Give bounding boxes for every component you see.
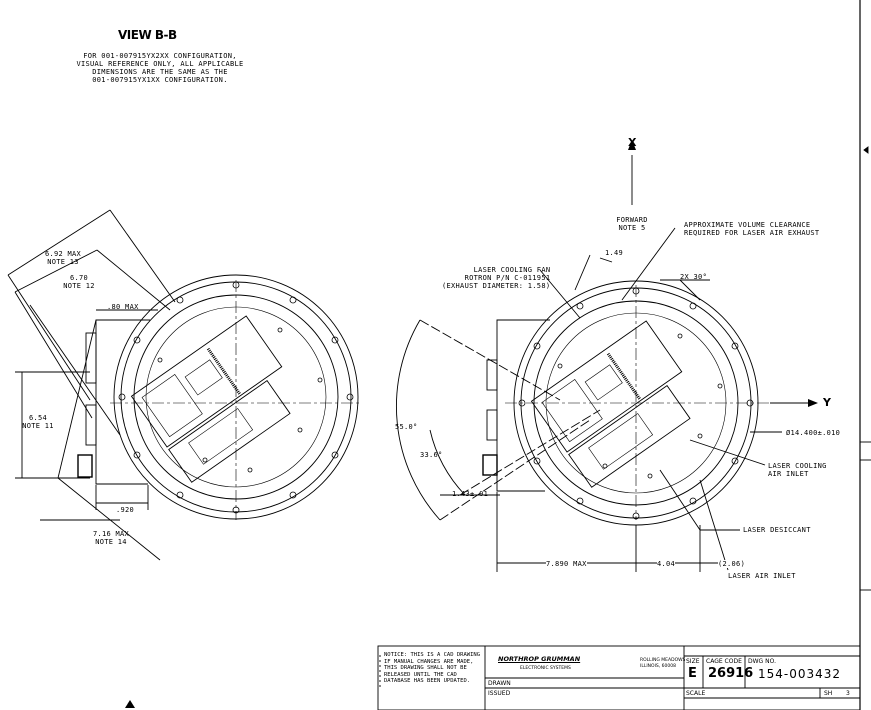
- dim-920-label: .920: [116, 506, 135, 514]
- forward-text: FORWARD: [616, 216, 648, 224]
- fan-line: LASER COOLING FAN: [473, 266, 551, 274]
- dim-654-label: 6.54 NOTE 11: [18, 414, 58, 430]
- cage-value: 26916: [708, 666, 754, 681]
- title-block-lines: [377, 645, 861, 710]
- clearance-label: APPROXIMATE VOLUME CLEARANCE REQUIRED FO…: [684, 221, 819, 237]
- size-label: SIZE: [686, 658, 700, 665]
- location-line: ILLINOIS, 60008: [640, 663, 676, 669]
- location-label: ROLLING MEADOWS ILLINOIS, 60008: [640, 658, 685, 669]
- view-title: VIEW B-B: [118, 28, 177, 42]
- drawn-label: DRAWN: [488, 680, 511, 687]
- diameter-label: Ø14.400±.010: [786, 429, 841, 437]
- axis-y-label: Y: [823, 396, 831, 409]
- dim-7890-label: 7.890 MAX: [546, 560, 587, 568]
- cooling-inlet-line: AIR INLET: [768, 470, 809, 478]
- cage-label: CAGE CODE: [706, 658, 742, 665]
- notice-line: RELEASED UNTIL THE CAD: [384, 671, 457, 678]
- fan-line: (EXHAUST DIAMETER: 1.58): [442, 282, 551, 290]
- dim-692-label: 6.92 MAX NOTE 13: [38, 250, 88, 266]
- air-inlet-label: LASER AIR INLET: [728, 572, 796, 580]
- view-note: FOR 001-007915YX2XX CONFIGURATION, VISUA…: [75, 52, 245, 84]
- right-view-bolts: [518, 287, 754, 520]
- forward-note: NOTE 5: [618, 224, 646, 232]
- location-line: ROLLING MEADOWS: [640, 658, 686, 663]
- dwg-value: 154-003432: [758, 667, 842, 681]
- note-line: 001-007915YX1XX CONFIGURATION.: [92, 76, 228, 84]
- clearance-line: APPROXIMATE VOLUME CLEARANCE: [684, 221, 811, 229]
- note-line: FOR 001-007915YX2XX CONFIGURATION,: [83, 52, 237, 60]
- sheet-label: SH: [824, 690, 833, 697]
- dwg-label: DWG NO.: [748, 658, 776, 665]
- company-logo: NORTHROP GRUMMAN: [498, 655, 581, 663]
- dim-80-label: .80 MAX: [107, 303, 139, 311]
- left-view-bolts: [118, 281, 354, 514]
- dim-336-label: 33.6°: [420, 451, 443, 459]
- dim-note: NOTE 12: [63, 282, 95, 290]
- axis-x-label: X: [628, 136, 637, 149]
- dim-143-label: 1.43±.01: [452, 490, 489, 498]
- fan-label: LASER COOLING FAN ROTRON P/N C-011951 (E…: [442, 266, 550, 290]
- cad-notice: NOTICE: THIS IS A CAD DRAWING IF MANUAL …: [384, 652, 480, 685]
- dim-550-label: 55.0°: [395, 423, 418, 431]
- division-label: ELECTRONIC SYSTEMS: [520, 666, 571, 671]
- cooling-inlet-line: LASER COOLING: [768, 462, 827, 470]
- left-view: [7, 209, 360, 561]
- dim-149-label: 1.49: [605, 249, 624, 257]
- note-line: DIMENSIONS ARE THE SAME AS THE: [92, 68, 228, 76]
- forward-label: FORWARD NOTE 5: [608, 216, 656, 232]
- dim-716-label: 7.16 MAX NOTE 14: [86, 530, 136, 546]
- dim-note: NOTE 14: [95, 538, 127, 546]
- notice-line: THIS DRAWING SHALL NOT BE: [384, 665, 467, 671]
- notice-line: NOTICE: THIS IS A CAD DRAWING: [384, 652, 481, 658]
- dim-value: 6.70: [69, 274, 89, 282]
- scale-label: SCALE: [686, 690, 706, 697]
- dim-206-label: (2.06): [718, 560, 746, 568]
- dim-value: 6.92 MAX: [44, 250, 82, 258]
- issued-label: ISSUED: [488, 690, 511, 697]
- notice-line: IF MANUAL CHANGES ARE MADE,: [384, 658, 474, 665]
- right-view: [396, 155, 815, 572]
- dim-note: NOTE 13: [47, 258, 79, 266]
- size-value: E: [688, 666, 697, 681]
- dim-670-label: 6.70 NOTE 12: [55, 274, 103, 290]
- dim-2x30-label: 2X 30°: [680, 273, 708, 281]
- dim-note: NOTE 11: [22, 422, 54, 430]
- clearance-line: REQUIRED FOR LASER AIR EXHAUST: [684, 229, 820, 237]
- desiccant-label: LASER DESICCANT: [743, 526, 811, 534]
- dim-value: 6.54: [28, 414, 48, 422]
- sheet-value: 3: [846, 690, 850, 697]
- cooling-inlet-label: LASER COOLING AIR INLET: [768, 462, 827, 478]
- dim-value: 7.16 MAX: [92, 530, 130, 538]
- dim-404-label: 4.04: [657, 560, 676, 568]
- fan-line: ROTRON P/N C-011951: [464, 274, 551, 282]
- notice-line: DATABASE HAS BEEN UPDATED.: [384, 678, 471, 684]
- note-line: VISUAL REFERENCE ONLY, ALL APPLICABLE: [76, 60, 244, 68]
